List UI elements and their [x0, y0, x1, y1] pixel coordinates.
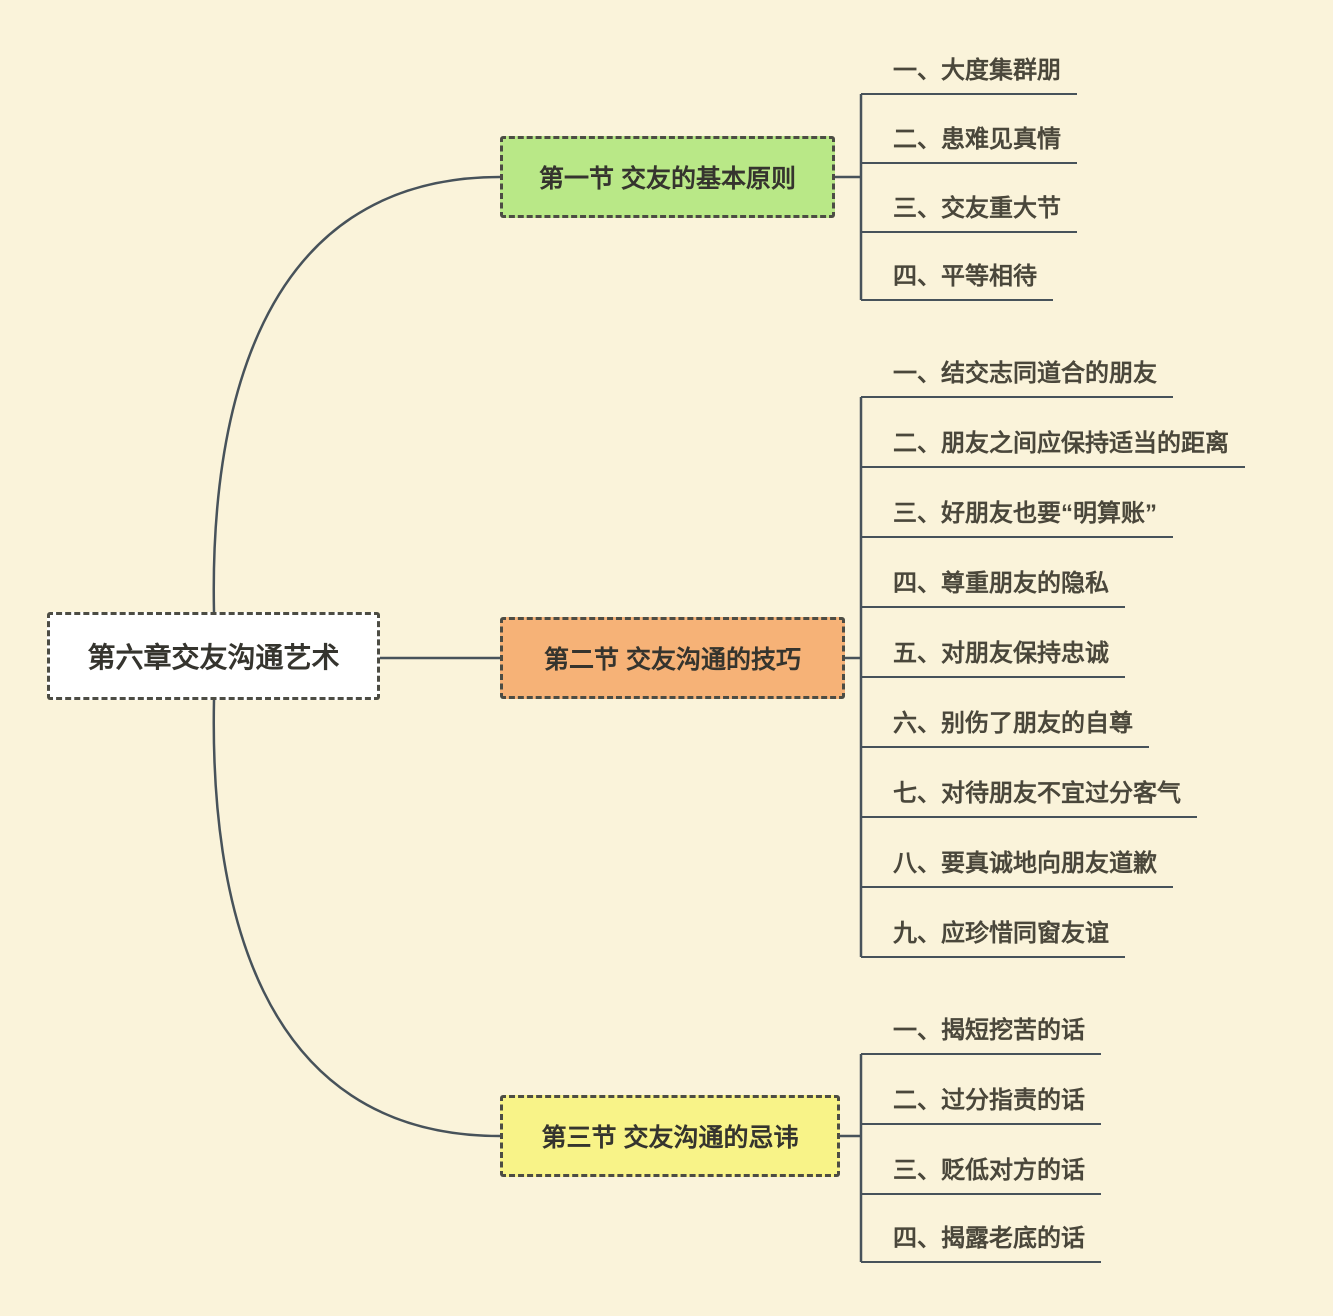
section-node-2: 第二节 交友沟通的技巧	[500, 617, 845, 699]
leaf-item-2-7: 七、对待朋友不宜过分客气	[861, 774, 1197, 818]
leaf-item-3-4: 四、揭露老底的话	[861, 1219, 1101, 1263]
leaf-item-2-4: 四、尊重朋友的隐私	[861, 564, 1125, 608]
section-node-1-label: 第一节 交友的基本原则	[539, 165, 796, 193]
leaf-item-1-1: 一、大度集群朋	[861, 51, 1077, 95]
connector-root-to-section1	[212, 175, 501, 613]
root-node-label: 第六章交友沟通艺术	[87, 642, 340, 673]
leaf-item-1-3: 三、交友重大节	[861, 189, 1077, 233]
root-node: 第六章交友沟通艺术	[47, 612, 380, 700]
section-node-3-label: 第三节 交友沟通的忌讳	[541, 1124, 799, 1152]
leaf-item-2-3: 三、好朋友也要“明算账”	[861, 494, 1173, 538]
leaf-item-2-1: 一、结交志同道合的朋友	[861, 354, 1173, 398]
leaf-item-3-3: 三、贬低对方的话	[861, 1151, 1101, 1195]
section-node-3: 第三节 交友沟通的忌讳	[500, 1095, 840, 1177]
leaf-item-2-2: 二、朋友之间应保持适当的距离	[861, 424, 1245, 468]
leaf-item-1-2: 二、患难见真情	[861, 120, 1077, 164]
leaf-item-3-1: 一、揭短挖苦的话	[861, 1011, 1101, 1055]
leaf-item-2-9: 九、应珍惜同窗友谊	[861, 914, 1125, 958]
leaf-item-1-4: 四、平等相待	[861, 257, 1053, 301]
connector-root-to-section3	[212, 699, 501, 1138]
leaf-item-3-2: 二、过分指责的话	[861, 1081, 1101, 1125]
leaf-item-2-6: 六、别伤了朋友的自尊	[861, 704, 1149, 748]
leaf-item-2-8: 八、要真诚地向朋友道歉	[861, 844, 1173, 888]
section-node-2-label: 第二节 交友沟通的技巧	[544, 646, 801, 674]
section-node-1: 第一节 交友的基本原则	[500, 136, 835, 218]
leaf-item-2-5: 五、对朋友保持忠诚	[861, 634, 1125, 678]
